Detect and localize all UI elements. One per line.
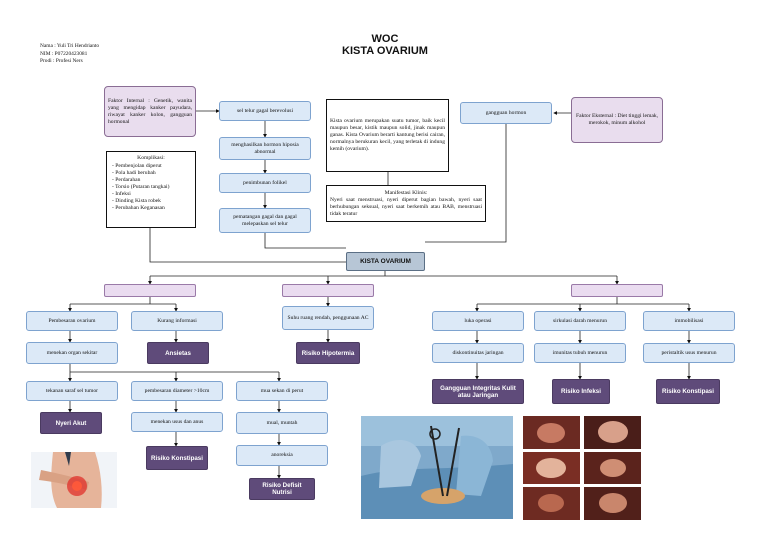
menekan-usus-box: menekan usus dan anus xyxy=(131,412,223,432)
definisi-box: Kista ovarium merupakan suatu tumor, bai… xyxy=(326,99,449,172)
title-woc: WOC xyxy=(371,33,399,45)
mua-sekan-box: mua sekan di perut xyxy=(236,381,328,401)
diagnosis-nyeri-akut: Nyeri Akut xyxy=(40,412,102,434)
komplikasi-title: Komplikasi: xyxy=(137,155,165,161)
mual-muntah-box: mual, muntah xyxy=(236,412,328,434)
imunitas-box: imunitas tubuh menurun xyxy=(534,343,626,363)
kurang-informasi-box: Kurang informasi xyxy=(131,311,223,331)
menekan-organ-box: menekan organ sekitar xyxy=(26,342,118,364)
pembesaran-ovarium-box: Pembesaran ovarium xyxy=(26,311,118,331)
anoreksia-box: anoreksia xyxy=(236,445,328,466)
suhu-ruang-box: Suhu ruang rendah, penggunaan AC xyxy=(282,306,374,330)
diagnosis-gangguan-integritas: Gangguan Integritas Kulit atau Jaringan xyxy=(432,379,524,404)
diagnosis-risiko-hipotermia: Risiko Hipotermia xyxy=(296,342,360,364)
komplikasi-item: - Perdarahan xyxy=(112,177,141,183)
diagnosis-ansietas: Ansietas xyxy=(147,342,209,364)
gangguan-hormon-box: gangguan hormon xyxy=(460,102,552,124)
tekanan-saraf-box: tekanan saraf sel tumor xyxy=(26,381,118,401)
manifestasi-title: Manifestasi Klinis: xyxy=(384,189,428,196)
komplikasi-box: Komplikasi: - Pembenjolan diperut - Pola… xyxy=(106,151,196,228)
laparoscopy-surgery-image xyxy=(361,416,513,519)
branch-bar-left xyxy=(104,284,196,297)
immobilisasi-box: immobilisasi xyxy=(643,311,735,331)
komplikasi-item: - Dinding Kista robek xyxy=(112,198,161,204)
diagnosis-risiko-defisit-nutrisi: Risiko Defisit Nutrisi xyxy=(249,478,315,500)
sel-telur-box: sel telur gagal berevolusi xyxy=(219,101,311,121)
kista-ovarium-center-box: KISTA OVARIUM xyxy=(346,252,425,271)
diskontinuitas-box: diskontinuitas jaringan xyxy=(432,343,524,363)
author-info: Nama : Yuli Tri Hendrianto NIM : P072204… xyxy=(40,43,160,66)
diagnosis-risiko-konstipasi-2: Risiko Konstipasi xyxy=(656,379,720,404)
sirkulasi-darah-box: sirkulasi darah menurun xyxy=(534,311,626,331)
faktor-eksternal-box: Faktor Eksternal : Diet tinggi lemak, me… xyxy=(571,97,663,143)
author-nim: NIM : P07220423081 xyxy=(40,50,88,57)
diagnosis-risiko-infeksi: Risiko Infeksi xyxy=(552,379,610,404)
manifestasi-box: Manifestasi Klinis: Nyeri saat menstruas… xyxy=(326,185,486,222)
pematangan-gagal-box: pematangan gagal dan gagal melepaskan se… xyxy=(219,208,311,233)
penimbunan-folikel-box: penimbunan folikel xyxy=(219,173,311,193)
branch-bar-middle xyxy=(282,284,374,297)
diagnosis-risiko-konstipasi-1: Risiko Konstipasi xyxy=(146,446,208,470)
author-nama: Nama : Yuli Tri Hendrianto xyxy=(40,43,100,49)
komplikasi-item: - Pembenjolan diperut xyxy=(112,163,162,169)
komplikasi-item: - Perubahan Keganasan xyxy=(112,205,165,211)
laparoscopic-views-image xyxy=(523,416,641,520)
komplikasi-item: - Infeksi xyxy=(112,191,131,197)
author-prodi: Prodi : Profesi Ners xyxy=(40,58,83,64)
pembesaran-diameter-box: pembesaran diameter >10cm xyxy=(131,381,223,401)
komplikasi-item: - Torsio (Putaran tangkai) xyxy=(112,184,170,190)
hormon-abnormal-box: menghasilkan hormon hiposia abnormal xyxy=(219,137,311,160)
title-kista-ovarium: KISTA OVARIUM xyxy=(342,45,428,57)
faktor-internal-box: Faktor Internal : Genetik, wanita yang m… xyxy=(104,86,196,137)
branch-bar-right xyxy=(571,284,663,297)
manifestasi-text: Nyeri saat menstruasi, nyeri diperut bag… xyxy=(330,196,482,217)
peristaltik-box: peristaltik usus menurun xyxy=(643,343,735,363)
luka-operasi-box: luka operasi xyxy=(432,311,524,331)
abdominal-pain-image xyxy=(31,452,117,508)
komplikasi-item: - Pola hadi berubah xyxy=(112,170,156,176)
